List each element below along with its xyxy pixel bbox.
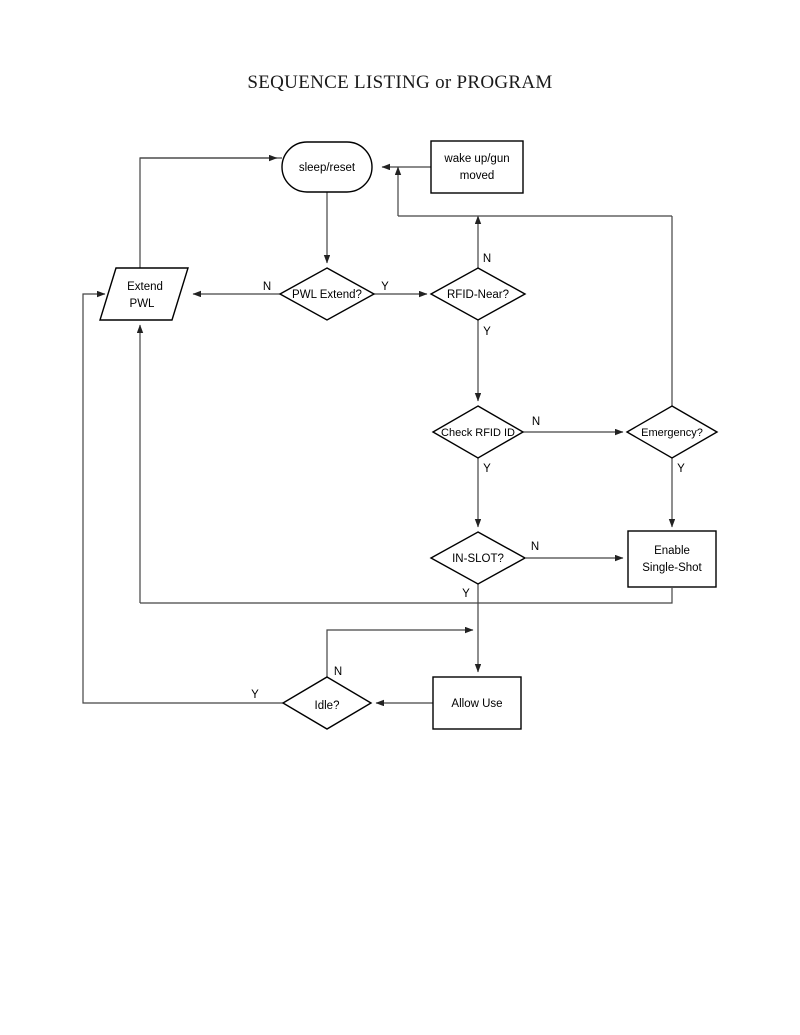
node-allow-use-label: Allow Use xyxy=(451,698,502,710)
edge-label-check-rfid-no: N xyxy=(532,416,540,428)
edge-label-check-rfid-yes: Y xyxy=(483,463,491,475)
node-extend-pwl-label-line1: Extend xyxy=(127,281,163,293)
edge-label-pwl-extend-no: N xyxy=(263,281,271,293)
edge-enable-single-shot-to-left-rail xyxy=(140,588,673,604)
node-check-rfid-id-label: Check RFID ID xyxy=(441,427,515,439)
edge-label-in-slot-yes: Y xyxy=(462,588,470,600)
edge-label-layer: N Y N Y N Y Y N Y N Y xyxy=(251,253,685,701)
node-emergency-decision[interactable]: Emergency? xyxy=(625,405,719,459)
node-rfid-near-label: RFID-Near? xyxy=(447,289,509,301)
node-allow-use[interactable]: Allow Use xyxy=(432,676,522,730)
node-in-slot-decision[interactable]: IN-SLOT? xyxy=(429,531,527,585)
node-pwl-extend-label: PWL Extend? xyxy=(292,289,362,301)
node-sleep-reset-label: sleep/reset xyxy=(299,162,356,174)
node-wake-up-label-line2: moved xyxy=(460,170,495,182)
node-pwl-extend-decision[interactable]: PWL Extend? xyxy=(278,267,376,321)
node-wake-up-gun-moved[interactable]: wake up/gun moved xyxy=(430,140,524,194)
node-rfid-near-decision[interactable]: RFID-Near? xyxy=(429,267,527,321)
node-idle-decision[interactable]: Idle? xyxy=(281,676,373,730)
node-extend-pwl-label-line2: PWL xyxy=(130,298,156,310)
node-check-rfid-id-decision[interactable]: Check RFID ID xyxy=(431,405,525,459)
edge-label-idle-yes: Y xyxy=(251,689,259,701)
edge-idle-yes-to-extend-pwl xyxy=(82,290,283,704)
edge-label-pwl-extend-yes: Y xyxy=(381,281,389,293)
node-in-slot-label: IN-SLOT? xyxy=(452,553,504,565)
node-idle-label: Idle? xyxy=(315,700,340,712)
edge-idle-no-to-allow-use xyxy=(326,626,474,677)
edge-label-in-slot-no: N xyxy=(531,541,539,553)
page-title: SEQUENCE LISTING or PROGRAM xyxy=(247,72,553,93)
edge-label-rfid-near-no: N xyxy=(483,253,491,265)
edge-top-left-loop-to-extend-pwl xyxy=(139,157,282,268)
node-enable-single-shot[interactable]: Enable Single-Shot xyxy=(627,530,717,588)
node-sleep-reset[interactable]: sleep/reset xyxy=(281,141,373,193)
edge-label-idle-no: N xyxy=(334,666,342,678)
connector-layer xyxy=(82,154,676,707)
node-enable-single-shot-label-line2: Single-Shot xyxy=(642,562,702,574)
node-extend-pwl[interactable]: Extend PWL xyxy=(99,267,189,321)
node-emergency-label: Emergency? xyxy=(641,427,703,439)
edge-label-emergency-yes: Y xyxy=(677,463,685,475)
node-enable-single-shot-label-line1: Enable xyxy=(654,545,690,557)
node-wake-up-label-line1: wake up/gun xyxy=(443,153,509,165)
edge-label-rfid-near-yes: Y xyxy=(483,326,491,338)
